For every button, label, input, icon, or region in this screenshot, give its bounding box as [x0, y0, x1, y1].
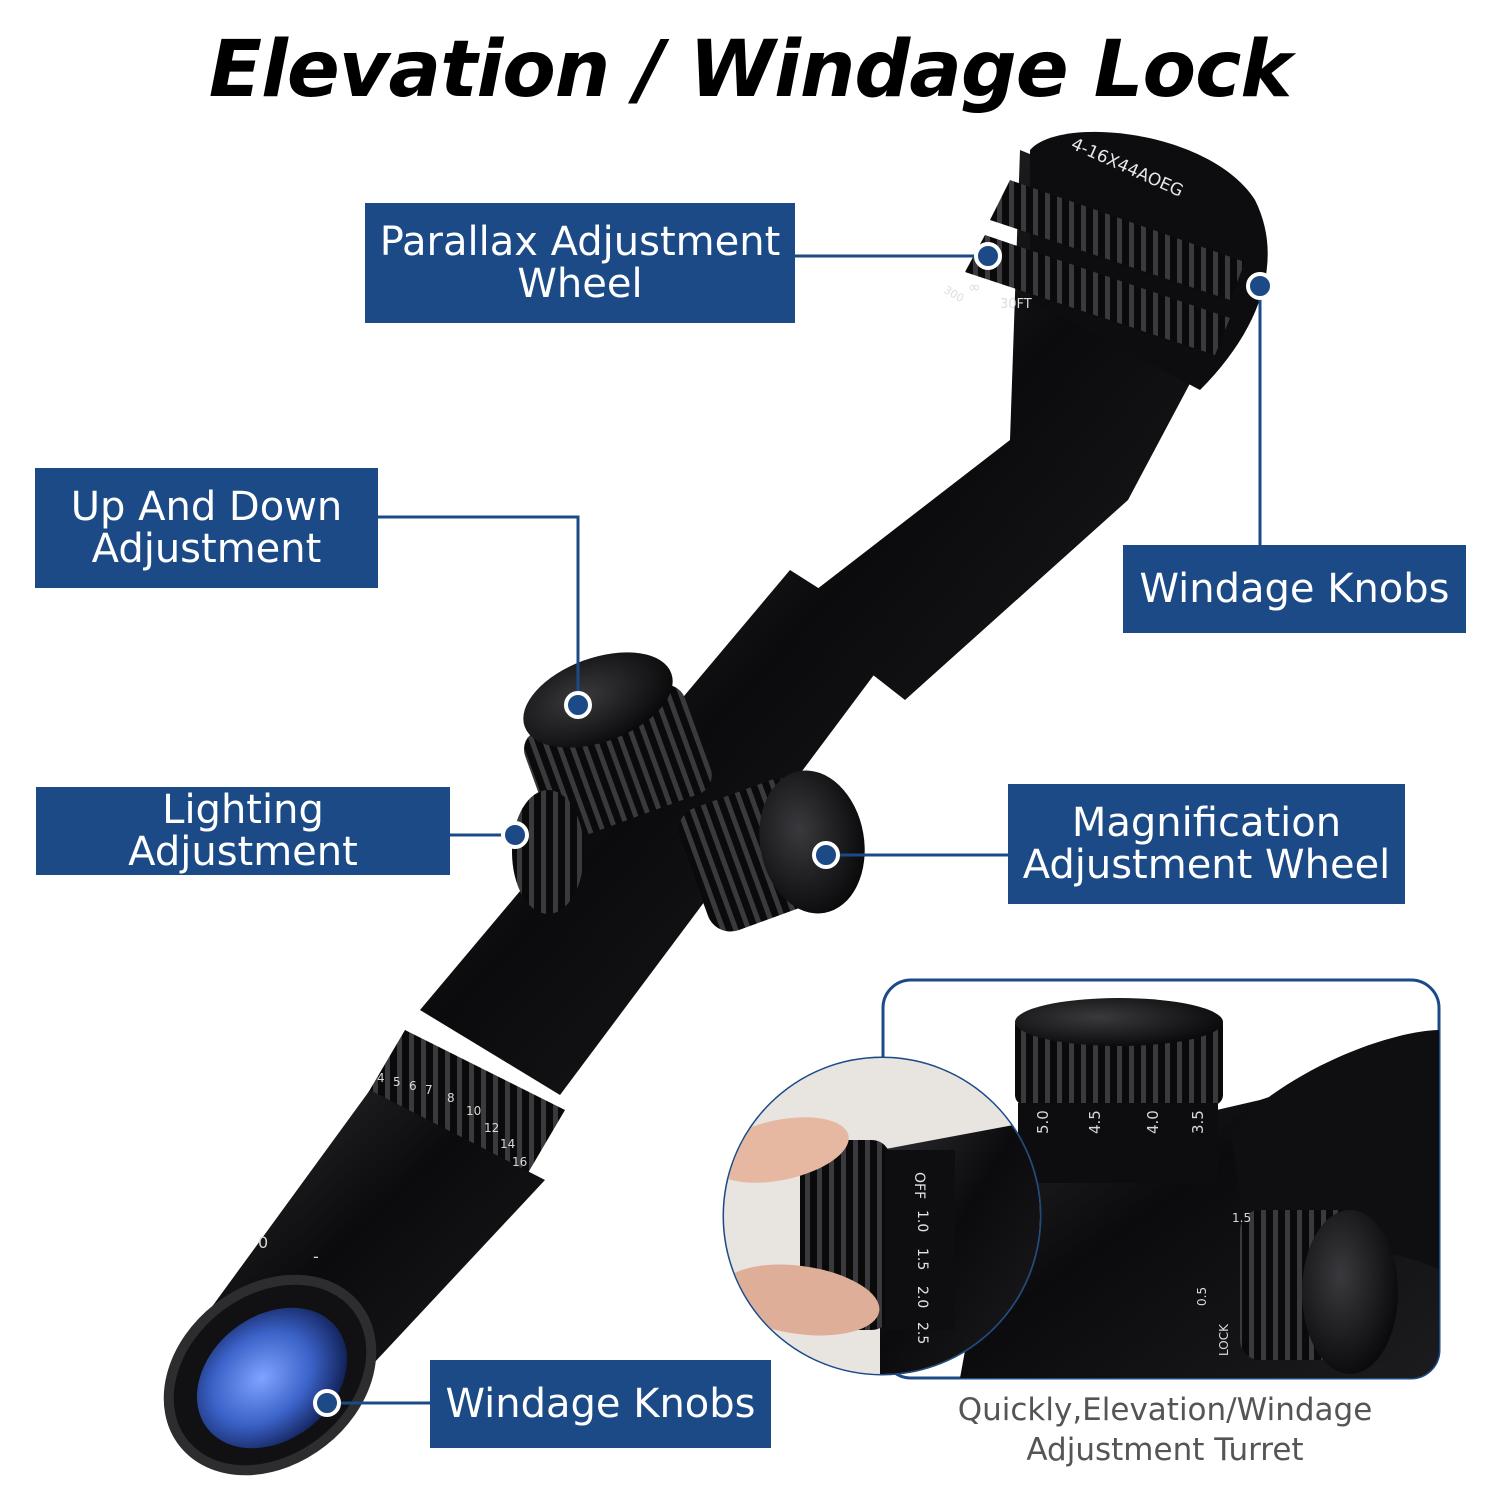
inset-turret-mark: 5.0	[1034, 1110, 1052, 1134]
elevation-turret	[523, 652, 712, 840]
windage-turret-cap	[759, 770, 865, 914]
zoom-knob-off: OFF	[911, 1172, 927, 1199]
mag-mark: 14	[500, 1137, 515, 1151]
main-tube	[420, 570, 900, 1095]
mag-mark: 4	[377, 1071, 385, 1085]
parallax-label-line-2: Wheel	[517, 261, 643, 307]
magnification-ring	[355, 1030, 565, 1195]
parallax-30ft-marking: 30FT	[1000, 297, 1032, 312]
lighting-label-text: Lighting Adjustment	[128, 787, 358, 875]
eyepiece-lens	[196, 1307, 348, 1449]
zoom-knob-mark: 1.5	[914, 1248, 930, 1270]
mag-mark: 8	[447, 1091, 455, 1105]
parallax-adjustment-label: Parallax Adjustment Wheel	[365, 203, 795, 323]
parallax-infinity-marking: ∞	[968, 278, 981, 296]
zoom-knob-scale-band	[885, 1150, 955, 1330]
up-down-adjustment-label: Up And Down Adjustment	[35, 468, 378, 588]
inset-turret-mark: 4.0	[1144, 1110, 1162, 1134]
up-down-callout-dot	[564, 691, 592, 719]
eyepiece-mark-zero: 0	[258, 1233, 268, 1252]
windage-top-callout-dot	[1246, 272, 1274, 300]
elevation-turret-cap	[523, 652, 673, 748]
windage-top-label-text: Windage Knobs	[1139, 566, 1450, 612]
up-down-callout-line	[378, 515, 580, 705]
zoom-knob-mark: 1.0	[914, 1210, 930, 1232]
magnification-label-line-1: Magnification	[1071, 800, 1342, 846]
zoom-knob-mark: 2.0	[914, 1286, 930, 1308]
mag-mark: 16	[512, 1155, 527, 1169]
inset-brightness-mark: 0.5	[1195, 1287, 1209, 1306]
inset-elevation-turret-cap	[1015, 998, 1223, 1046]
mag-mark: 7	[425, 1083, 433, 1097]
parallax-callout-dot	[974, 242, 1002, 270]
magnification-adjustment-label: Magnification Adjustment Wheel	[1008, 784, 1405, 904]
parallax-label-line-1: Parallax Adjustment	[379, 219, 781, 265]
callout-dots	[313, 242, 1274, 1417]
windage-bottom-label-text: Windage Knobs	[445, 1381, 756, 1427]
inset-windage-turret-cap	[1302, 1210, 1398, 1374]
inset-turret-mark: 3.5	[1189, 1110, 1207, 1134]
eyepiece-mark-dash: -	[313, 1247, 319, 1266]
parallax-ring-1	[990, 180, 1245, 300]
mag-mark: 10	[466, 1104, 481, 1118]
lighting-adjustment-label: Lighting Adjustment	[36, 787, 450, 875]
inset-caption-line-2: Adjustment Turret	[1026, 1432, 1304, 1469]
inset-brightness-mark: 1.5	[1232, 1211, 1251, 1225]
mag-mark: 5	[393, 1075, 401, 1089]
windage-turret	[678, 770, 865, 932]
mag-mark: 12	[484, 1121, 499, 1135]
inset-brightness-lock: LOCK	[1217, 1323, 1231, 1356]
illumination-knob	[512, 790, 584, 914]
magnification-callout-dot	[812, 841, 840, 869]
windage-knobs-bottom-label: Windage Knobs	[430, 1360, 771, 1448]
windage-bottom-callout-dot	[313, 1389, 341, 1417]
windage-knobs-top-label: Windage Knobs	[1123, 545, 1466, 633]
inset-elevation-turret-base	[1018, 1103, 1218, 1183]
callout-lines	[327, 254, 1262, 1405]
up-down-label-line-2: Adjustment	[91, 526, 322, 572]
inset-turret-mark: 4.5	[1086, 1110, 1104, 1134]
up-down-label-line-1: Up And Down	[70, 484, 343, 530]
parallax-ring-2	[965, 235, 1230, 355]
page-title: Elevation / Windage Lock	[208, 25, 1292, 115]
inset-caption: Quickly,Elevation/Windage Adjustment Tur…	[950, 1390, 1380, 1471]
rifle-scope	[163, 131, 1268, 1476]
mag-mark: 6	[409, 1079, 417, 1093]
zoom-knob-mark: 2.5	[914, 1322, 930, 1344]
parallax-300-marking: 300	[942, 283, 967, 305]
inset-caption-line-1: Quickly,Elevation/Windage	[957, 1392, 1373, 1428]
magnification-scale: 4 5 6 7 8 10 12 14 16	[377, 1071, 527, 1169]
lighting-callout-dot	[501, 821, 529, 849]
inset-detail: 5.0 4.5 4.0 3.5 1.5 0.5 LOCK	[722, 978, 1441, 1380]
magnification-label-line-2: Adjustment Wheel	[1022, 842, 1391, 888]
zoom-circle-content: OFF 1.0 1.5 2.0 2.5	[724, 1058, 1040, 1374]
